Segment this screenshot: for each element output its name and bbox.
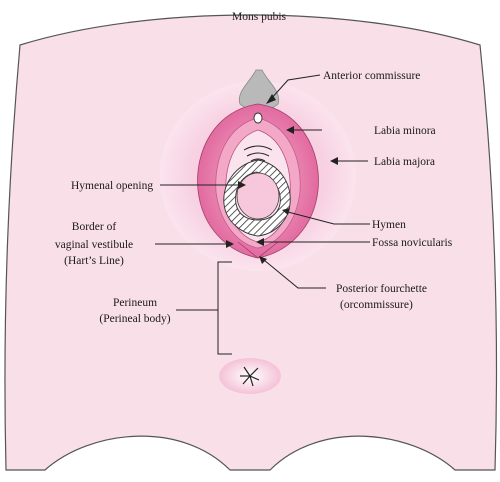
leader-lines bbox=[155, 74, 370, 355]
label-posterior-fourchette-line2: (orcommissure) bbox=[340, 299, 413, 311]
label-posterior-fourchette-line1: Posterior fourchette bbox=[336, 283, 427, 295]
label-perineum-line2: (Perineal body) bbox=[99, 313, 170, 325]
label-hymenal-opening: Hymenal opening bbox=[71, 180, 153, 192]
label-perineum-line1: Perineum bbox=[113, 297, 157, 309]
label-border-line2: vaginal vestibule bbox=[55, 239, 133, 251]
label-border-line3: (Hart’s Line) bbox=[64, 255, 124, 267]
fourchette-shape bbox=[237, 241, 279, 259]
label-labia-minora: Labia minora bbox=[374, 125, 436, 137]
label-fossa-novicularis: Fossa novicularis bbox=[372, 237, 453, 249]
urethral-arc-3 bbox=[250, 158, 266, 162]
label-border-line1: Border of bbox=[72, 221, 117, 233]
urethral-arc-2 bbox=[246, 152, 270, 157]
label-hymen: Hymen bbox=[372, 219, 406, 231]
label-anterior-commissure: Anterior commissure bbox=[323, 70, 420, 82]
urethral-meatus-shape bbox=[243, 145, 273, 151]
clitoris-shape bbox=[253, 112, 263, 124]
label-mons-pubis: Mons pubis bbox=[232, 11, 287, 23]
anus-star-icon bbox=[240, 366, 260, 387]
label-labia-majora: Labia majora bbox=[374, 156, 435, 168]
hymenal-opening-shape bbox=[236, 172, 280, 220]
